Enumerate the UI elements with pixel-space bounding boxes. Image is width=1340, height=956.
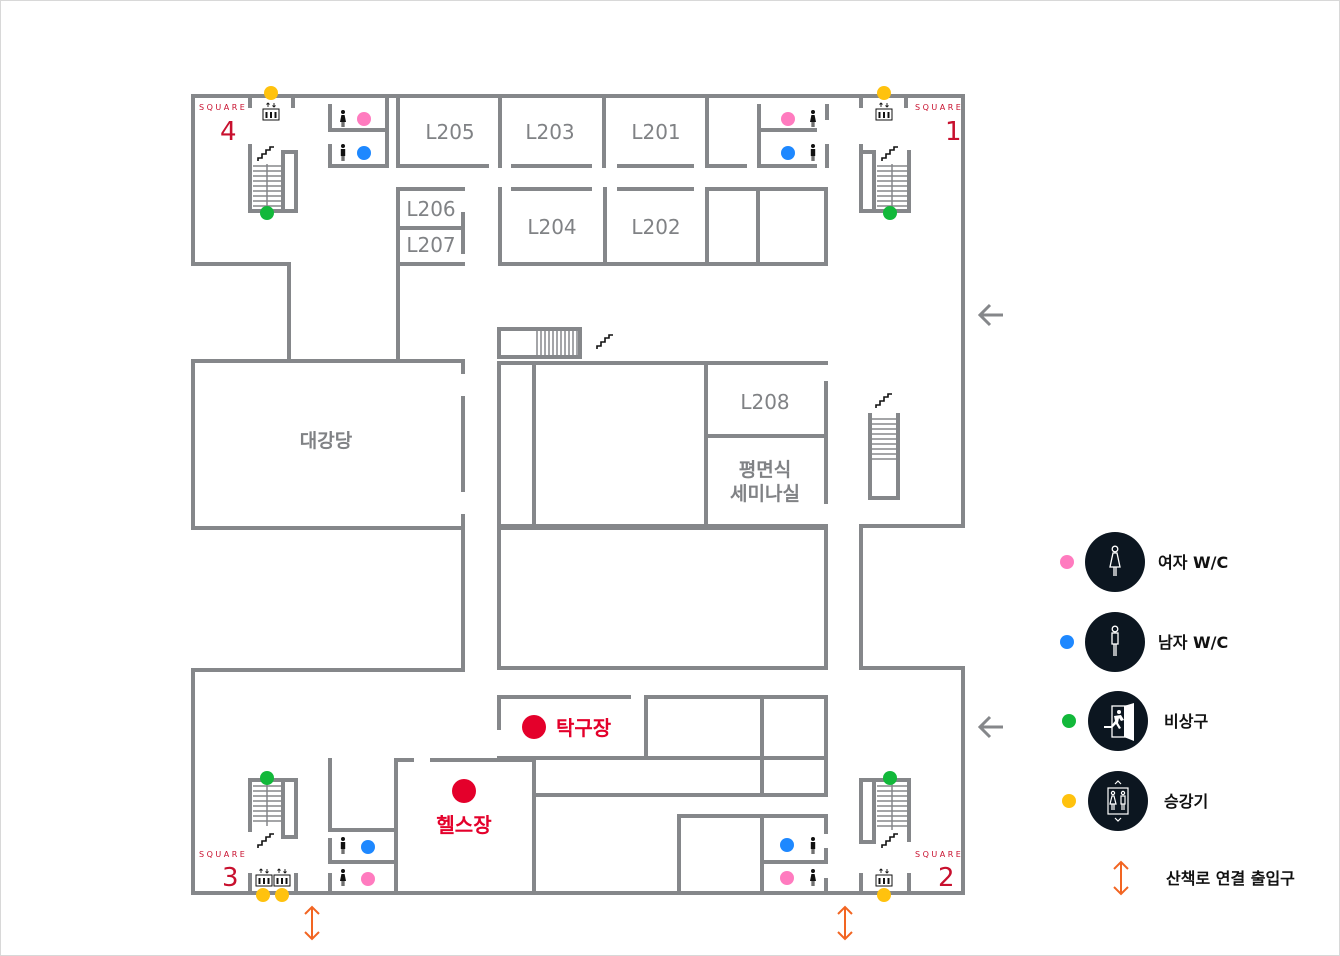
room-l204: L204 — [527, 215, 576, 239]
male-restroom-icon — [1085, 612, 1145, 672]
room-seminar-line2: 세미나실 — [730, 483, 800, 505]
entrance-arrow-icon — [977, 715, 1003, 739]
male-wc-dot — [361, 840, 375, 854]
elevator-dot — [877, 86, 891, 100]
elevator-dot — [275, 888, 289, 902]
room-l205: L205 — [425, 120, 474, 144]
legend-dot — [1062, 714, 1076, 728]
wc-block-top-left — [328, 94, 489, 168]
room-auditorium: 대강당 — [300, 430, 353, 452]
legend: 여자 W/C 남자 W/C 비상구 — [1060, 532, 1295, 896]
emergency-exit-dot — [260, 206, 274, 220]
core-square-2 — [810, 778, 911, 895]
elevator-dot — [264, 86, 278, 100]
male-wc-dot — [780, 838, 794, 852]
walkway-entrance-icon — [837, 905, 853, 941]
room-l203: L203 — [525, 120, 574, 144]
updown-arrow-icon — [1113, 860, 1129, 896]
female-wc-dot — [357, 112, 371, 126]
outer-walls — [191, 94, 965, 895]
legend-label: 비상구 — [1164, 712, 1208, 731]
room-l206: L206 — [406, 197, 455, 221]
room-l202: L202 — [631, 215, 680, 239]
top-rooms — [396, 94, 908, 266]
legend-label: 여자 W/C — [1158, 553, 1228, 572]
legend-label: 남자 W/C — [1158, 633, 1228, 652]
legend-dot — [1060, 555, 1074, 569]
female-restroom-icon — [1085, 532, 1145, 592]
gym-marker — [452, 779, 476, 803]
square-2-label: SQUARE — [915, 850, 963, 859]
room-seminar-line1: 평면식 — [739, 459, 791, 481]
emergency-exit-dot — [260, 771, 274, 785]
legend-item-emergency-exit: 비상구 — [1062, 691, 1208, 751]
square-4-number: 4 — [220, 117, 237, 147]
legend-item-female-wc: 여자 W/C — [1060, 532, 1228, 592]
legend-dot — [1062, 794, 1076, 808]
female-wc-dot — [781, 112, 795, 126]
square-1-label: SQUARE — [915, 103, 963, 112]
room-l208: L208 — [740, 390, 789, 414]
room-l201: L201 — [631, 120, 680, 144]
emergency-exit-dot — [883, 206, 897, 220]
table-tennis-marker — [522, 715, 546, 739]
male-wc-dot — [357, 146, 371, 160]
entrance-arrow-icon — [977, 303, 1003, 327]
square-3-label: SQUARE — [199, 850, 247, 859]
elevator-dot — [256, 888, 270, 902]
legend-dot — [1060, 635, 1074, 649]
square-2-number: 2 — [938, 863, 955, 893]
elevator-dot — [877, 888, 891, 902]
elevator-icon — [1088, 771, 1148, 831]
legend-label: 산책로 연결 출입구 — [1166, 869, 1295, 888]
right-stair — [868, 393, 900, 500]
male-wc-dot — [781, 146, 795, 160]
facility-table-tennis: 탁구장 — [556, 716, 612, 740]
walkway-entrance-icon — [304, 905, 320, 941]
square-3-number: 3 — [222, 863, 239, 893]
legend-item-walkway: 산책로 연결 출입구 — [1113, 860, 1295, 896]
legend-item-elevator: 승강기 — [1062, 771, 1208, 831]
square-1-number: 1 — [945, 117, 962, 147]
female-wc-dot — [780, 871, 794, 885]
room-l207: L207 — [406, 233, 455, 257]
emergency-exit-dot — [883, 771, 897, 785]
core-square-4 — [248, 94, 298, 213]
legend-label: 승강기 — [1164, 792, 1208, 811]
legend-item-male-wc: 남자 W/C — [1060, 612, 1228, 672]
square-4-label: SQUARE — [199, 103, 247, 112]
center-block — [497, 327, 828, 670]
bottom-rooms — [328, 695, 828, 895]
facility-gym: 헬스장 — [436, 813, 492, 837]
female-wc-dot — [361, 872, 375, 886]
elevator-symbol — [262, 102, 280, 121]
core-square-3 — [248, 778, 346, 895]
